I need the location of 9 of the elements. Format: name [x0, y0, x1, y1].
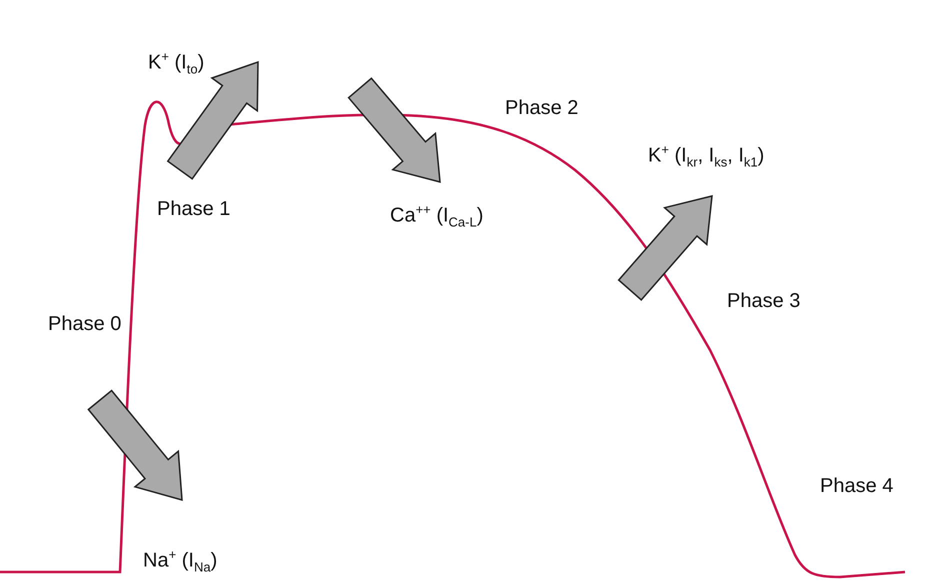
current-label: K$^{+}$ (I$_{to}$) — [148, 50, 204, 77]
current-label: K$^{+}$ (I$_{kr}$, I$_{ks}$, I$_{k1}$) — [648, 143, 764, 170]
phase-label: Phase 3 — [727, 290, 800, 312]
phase-label: Phase 4 — [820, 475, 894, 497]
phase-label: Phase 2 — [505, 97, 578, 119]
phase-label: Phase 1 — [157, 198, 230, 220]
phase-label: Phase 0 — [48, 313, 122, 335]
current-label: Na$^{+}$ (I$_{Na}$) — [143, 548, 218, 575]
current-label: Ca$^{++}$ (I$_{Ca-L}$) — [390, 203, 484, 230]
